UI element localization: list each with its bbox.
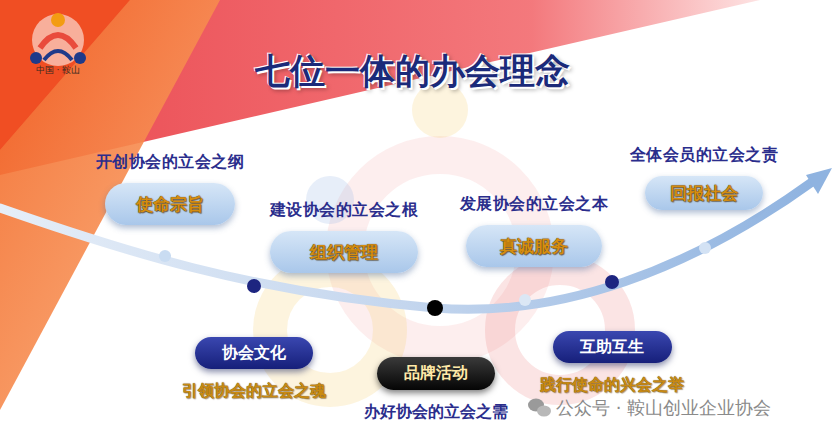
watermark: 公众号 · 鞍山创业企业协会 bbox=[556, 396, 771, 420]
concept-pill: 互助互生 bbox=[553, 331, 672, 363]
concept-node: 建设协会的立会之根组织管理 bbox=[270, 200, 419, 273]
concept-heading: 发展协会的立会之本 bbox=[460, 194, 609, 215]
concept-pill: 品牌活动 bbox=[377, 357, 495, 390]
logo-caption: 中国 · 鞍山 bbox=[36, 64, 81, 77]
concept-heading: 建设协会的立会之根 bbox=[270, 200, 419, 221]
concept-name: 协会文化 bbox=[222, 343, 286, 364]
concept-pill: 组织管理 bbox=[270, 231, 418, 273]
concept-subtitle: 办好协会的立会之需 bbox=[364, 402, 508, 423]
concept-name: 品牌活动 bbox=[404, 363, 468, 384]
logo-mark bbox=[30, 13, 86, 66]
concept-pill: 协会文化 bbox=[195, 337, 313, 369]
concept-node: 全体会员的立会之责回报社会 bbox=[630, 145, 779, 210]
concept-heading: 全体会员的立会之责 bbox=[630, 145, 779, 166]
concept-name: 互助互生 bbox=[580, 337, 644, 358]
concept-node: 品牌活动办好协会的立会之需 bbox=[364, 357, 508, 423]
concept-subtitle: 践行使命的兴会之举 bbox=[540, 375, 684, 396]
concept-name: 使命宗旨 bbox=[136, 193, 204, 216]
wechat-icon bbox=[528, 399, 551, 417]
concept-name: 真诚服务 bbox=[500, 235, 568, 258]
concept-pill: 真诚服务 bbox=[466, 225, 602, 267]
timeline-curve bbox=[0, 168, 832, 316]
corner-bands bbox=[0, 0, 760, 410]
concept-subtitle: 引领协会的立会之魂 bbox=[182, 381, 326, 402]
concept-node: 开创协会的立会之纲使命宗旨 bbox=[96, 152, 245, 225]
concept-node: 互助互生践行使命的兴会之举 bbox=[540, 331, 684, 396]
diagram-title: 七位一体的办会理念 bbox=[255, 48, 570, 95]
concept-pill: 使命宗旨 bbox=[105, 183, 235, 225]
concept-node: 协会文化引领协会的立会之魂 bbox=[182, 337, 326, 402]
concept-name: 组织管理 bbox=[310, 241, 378, 264]
concept-name: 回报社会 bbox=[670, 182, 738, 205]
concept-heading: 开创协会的立会之纲 bbox=[96, 152, 245, 173]
concept-node: 发展协会的立会之本真诚服务 bbox=[460, 194, 609, 267]
concept-pill: 回报社会 bbox=[645, 176, 763, 210]
